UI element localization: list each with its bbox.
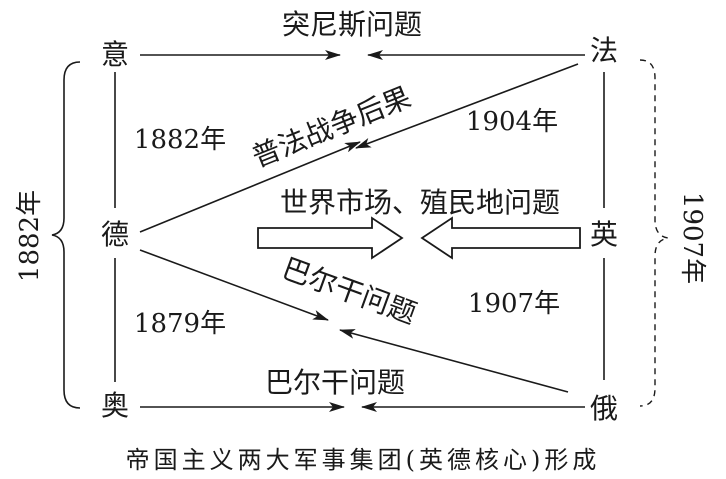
issue-tunisia: 突尼斯问题 [282, 8, 422, 41]
right-brace [639, 59, 669, 407]
hollow-arrow-britain [420, 216, 581, 260]
right-brace-year: 1907年 [677, 192, 707, 284]
arrow-germany-balkans [139, 249, 329, 321]
country-italy: 意 [101, 38, 129, 71]
year-germany-austria: 1879年 [134, 309, 226, 339]
country-germany: 德 [101, 218, 129, 251]
year-britain-russia: 1907年 [468, 289, 560, 319]
year-germany-italy: 1882年 [134, 125, 226, 155]
left-brace [51, 61, 81, 409]
left-brace-year: 1882年 [15, 190, 45, 282]
arrow-france-francoprussian [355, 63, 579, 149]
diagram-caption: 帝国主义两大军事集团(英德核心)形成 [126, 446, 601, 474]
issue-world-market: 世界市场、殖民地问题 [280, 186, 560, 219]
issue-franco-prussian: 普法战争后果 [247, 80, 415, 174]
arrow-germany-francoprussian [139, 141, 361, 233]
issue-balkans-lower: 巴尔干问题 [265, 366, 405, 399]
country-russia: 俄 [590, 392, 618, 425]
country-france: 法 [590, 34, 618, 67]
arrow-russia-balkans-upper [339, 329, 569, 393]
country-austria: 奥 [101, 389, 129, 422]
year-france-russia: 1904年 [466, 107, 558, 137]
hollow-arrow-germany [257, 216, 404, 260]
issue-balkans-upper: 巴尔干问题 [278, 252, 421, 331]
country-britain: 英 [590, 218, 618, 251]
